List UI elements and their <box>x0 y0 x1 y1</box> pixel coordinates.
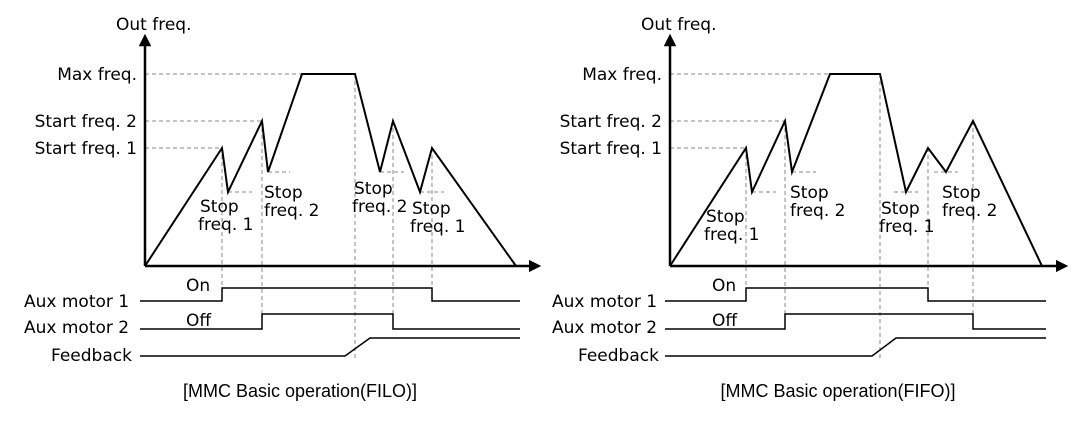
svg-text:freq. 2: freq. 2 <box>352 197 407 217</box>
level-start-freq-1: Start freq. 1 <box>560 139 662 159</box>
state-label-on: On <box>712 276 736 296</box>
aux-motor-2-signal <box>665 313 1046 330</box>
aux-motor-1-signal <box>665 287 1046 302</box>
y-axis-label: Out freq. <box>641 15 716 35</box>
svg-text:freq. 1: freq. 1 <box>198 215 253 235</box>
svg-text:Stop: Stop <box>790 183 829 203</box>
svg-text:Stop: Stop <box>706 207 745 227</box>
svg-text:freq. 1: freq. 1 <box>704 225 759 245</box>
caption-filo: [MMC Basic operation(FILO)] <box>183 381 417 401</box>
aux-motor-1-signal <box>140 287 520 302</box>
stop-label-2: Stop freq. 2 <box>264 183 319 221</box>
stop-label-1: Stop freq. 1 <box>198 197 253 235</box>
diagram-fifo: Out freq. Max freq. Start freq. 2 Start … <box>552 15 1069 401</box>
level-start-freq-2: Start freq. 2 <box>560 112 662 132</box>
signal-label-feedback: Feedback <box>51 346 132 366</box>
svg-text:freq. 1: freq. 1 <box>879 217 934 237</box>
caption-fifo: [MMC Basic operation(FIFO)] <box>720 381 955 401</box>
level-max-freq: Max freq. <box>582 65 662 85</box>
svg-text:Stop: Stop <box>354 179 393 199</box>
level-start-freq-1: Start freq. 1 <box>35 139 137 159</box>
signal-label-aux-motor-2: Aux motor 2 <box>24 318 129 338</box>
state-label-off: Off <box>186 311 212 331</box>
svg-text:Stop: Stop <box>881 199 920 219</box>
signal-label-aux-motor-1: Aux motor 1 <box>552 292 657 312</box>
output-frequency-curve <box>669 73 1043 267</box>
stop-label-2: Stop freq. 2 <box>790 183 845 221</box>
diagram-filo: Out freq. Max freq. Start freq. 2 Start … <box>24 15 542 401</box>
svg-text:Stop: Stop <box>200 197 239 217</box>
signal-label-aux-motor-2: Aux motor 2 <box>552 318 657 338</box>
stop-label-3: Stop freq. 1 <box>879 199 934 237</box>
level-start-freq-2: Start freq. 2 <box>35 112 137 132</box>
level-max-freq: Max freq. <box>57 65 137 85</box>
output-frequency-curve <box>144 73 517 267</box>
svg-text:freq. 2: freq. 2 <box>264 201 319 221</box>
y-axis-label: Out freq. <box>116 15 191 35</box>
svg-text:Stop: Stop <box>264 183 303 203</box>
stop-label-4: Stop freq. 1 <box>410 199 465 237</box>
stop-label-3: Stop freq. 2 <box>352 179 407 217</box>
svg-text:freq. 1: freq. 1 <box>410 217 465 237</box>
signal-label-feedback: Feedback <box>578 346 659 366</box>
svg-text:freq. 2: freq. 2 <box>790 201 845 221</box>
state-label-off: Off <box>712 311 738 331</box>
stop-label-1: Stop freq. 1 <box>704 207 759 245</box>
svg-text:freq. 2: freq. 2 <box>942 201 997 221</box>
aux-motor-2-signal <box>140 313 520 330</box>
svg-text:Stop: Stop <box>942 183 981 203</box>
feedback-signal <box>140 337 520 357</box>
svg-text:Stop: Stop <box>412 199 451 219</box>
signal-label-aux-motor-1: Aux motor 1 <box>24 292 129 312</box>
stop-label-4: Stop freq. 2 <box>942 183 997 221</box>
feedback-signal <box>665 337 1046 357</box>
state-label-on: On <box>186 276 210 296</box>
